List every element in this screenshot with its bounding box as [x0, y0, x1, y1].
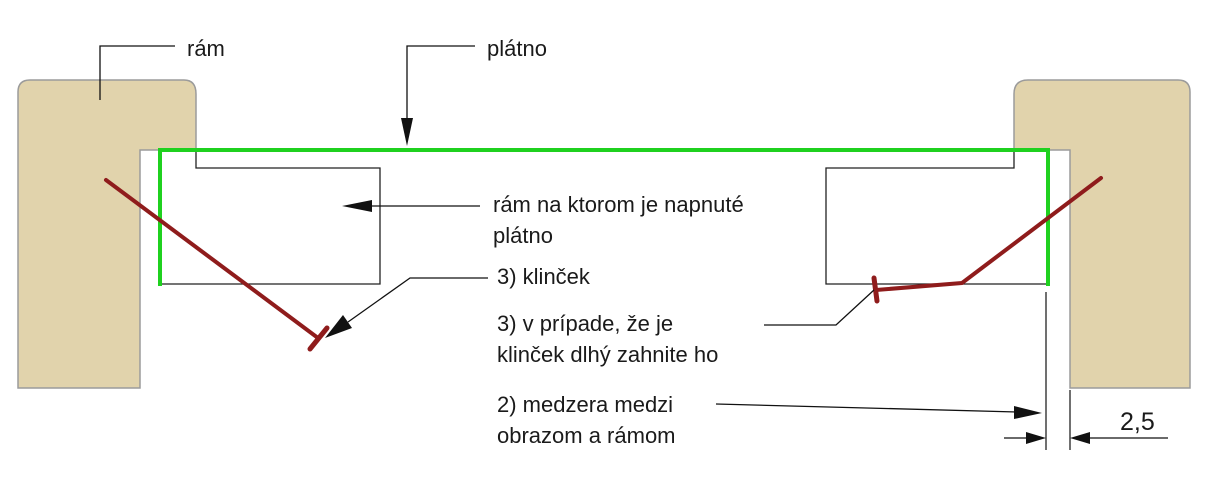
label-frame: rám: [187, 36, 225, 61]
stretcher-right: [825, 152, 1048, 285]
arrow-stretcher: [342, 200, 372, 212]
label-bend-2: klinček dlhý zahnite ho: [497, 342, 718, 367]
leader-nail: [347, 277, 488, 323]
arrow-nail: [325, 315, 352, 338]
frame-left: [17, 79, 197, 389]
frame-right: [1013, 79, 1191, 389]
label-bend-1: 3) v prípade, že je: [497, 311, 673, 336]
leader-gap: [715, 403, 1019, 413]
leader-canvas: [406, 45, 475, 120]
arrow-canvas: [401, 118, 413, 146]
label-canvas: plátno: [487, 36, 547, 61]
label-nail: 3) klinček: [497, 264, 591, 289]
label-stretcher-2: plátno: [493, 223, 553, 248]
nail-right-bent: [871, 176, 1103, 304]
label-gap-2: obrazom a rámom: [497, 423, 676, 448]
leader-bend: [764, 289, 875, 326]
label-gap-1: 2) medzera medzi: [497, 392, 673, 417]
label-stretcher-1: rám na ktorom je napnuté: [493, 192, 744, 217]
dim-arrow-left: [1026, 432, 1046, 444]
leader-frame: [99, 45, 175, 100]
canvas-line: [158, 148, 1050, 286]
nail-left: [104, 178, 330, 352]
label-dimension: 2,5: [1120, 408, 1155, 436]
arrow-gap: [1014, 406, 1042, 419]
stretcher-left: [160, 152, 381, 285]
dim-arrow-right: [1070, 432, 1090, 444]
